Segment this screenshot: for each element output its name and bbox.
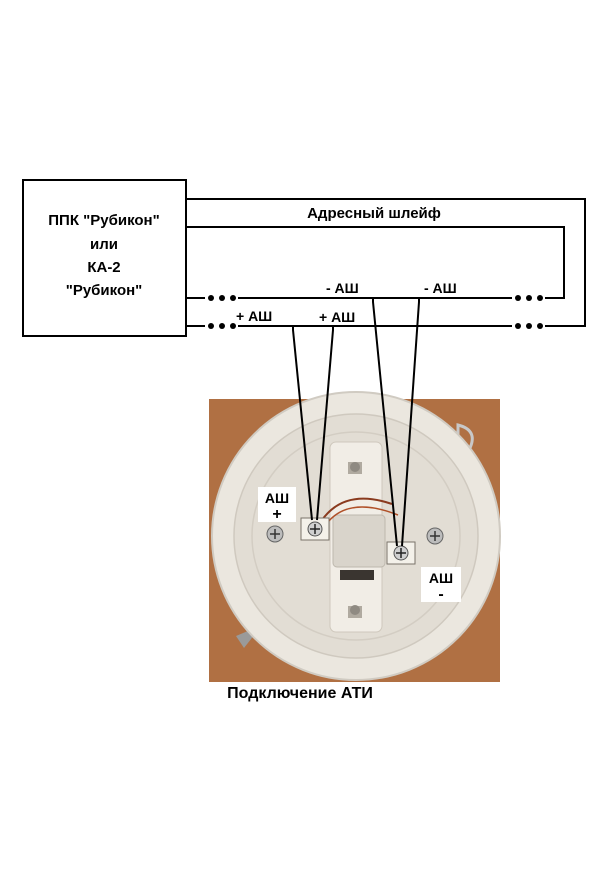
- controller-box: [22, 179, 187, 337]
- controller-label-line2: или: [90, 236, 118, 253]
- controller-label-line4: "Рубикон": [66, 282, 143, 299]
- terminal-tag-plus: АШ +: [258, 487, 296, 523]
- detector-base: [211, 391, 501, 681]
- controller-label-line3: КА-2: [87, 259, 120, 276]
- mounting-screw-left: [266, 525, 284, 543]
- terminal-tag-plus-name: АШ: [265, 490, 289, 506]
- wire-label-minus-left: - АШ: [326, 280, 359, 296]
- connection-wires: [292, 298, 420, 547]
- terminal-plus: [300, 517, 330, 541]
- terminal-tag-minus-sign: -: [438, 586, 443, 603]
- address-loop-label: Адресный шлейф: [307, 205, 441, 222]
- wire-label-minus-right: - АШ: [424, 280, 457, 296]
- continuation-dots: [208, 295, 543, 329]
- wire-label-plus-right: + АШ: [319, 309, 355, 325]
- terminal-tag-minus: АШ -: [421, 567, 461, 603]
- wire-label-plus-left: + АШ: [236, 308, 272, 324]
- mounting-screw-right: [426, 527, 444, 545]
- terminal-minus: [386, 541, 416, 565]
- terminal-tag-plus-sign: +: [272, 506, 281, 523]
- controller-label-line1: ППК "Рубикон": [48, 212, 159, 229]
- diagram-caption: Подключение АТИ: [227, 685, 373, 702]
- terminal-tag-minus-name: АШ: [429, 570, 453, 586]
